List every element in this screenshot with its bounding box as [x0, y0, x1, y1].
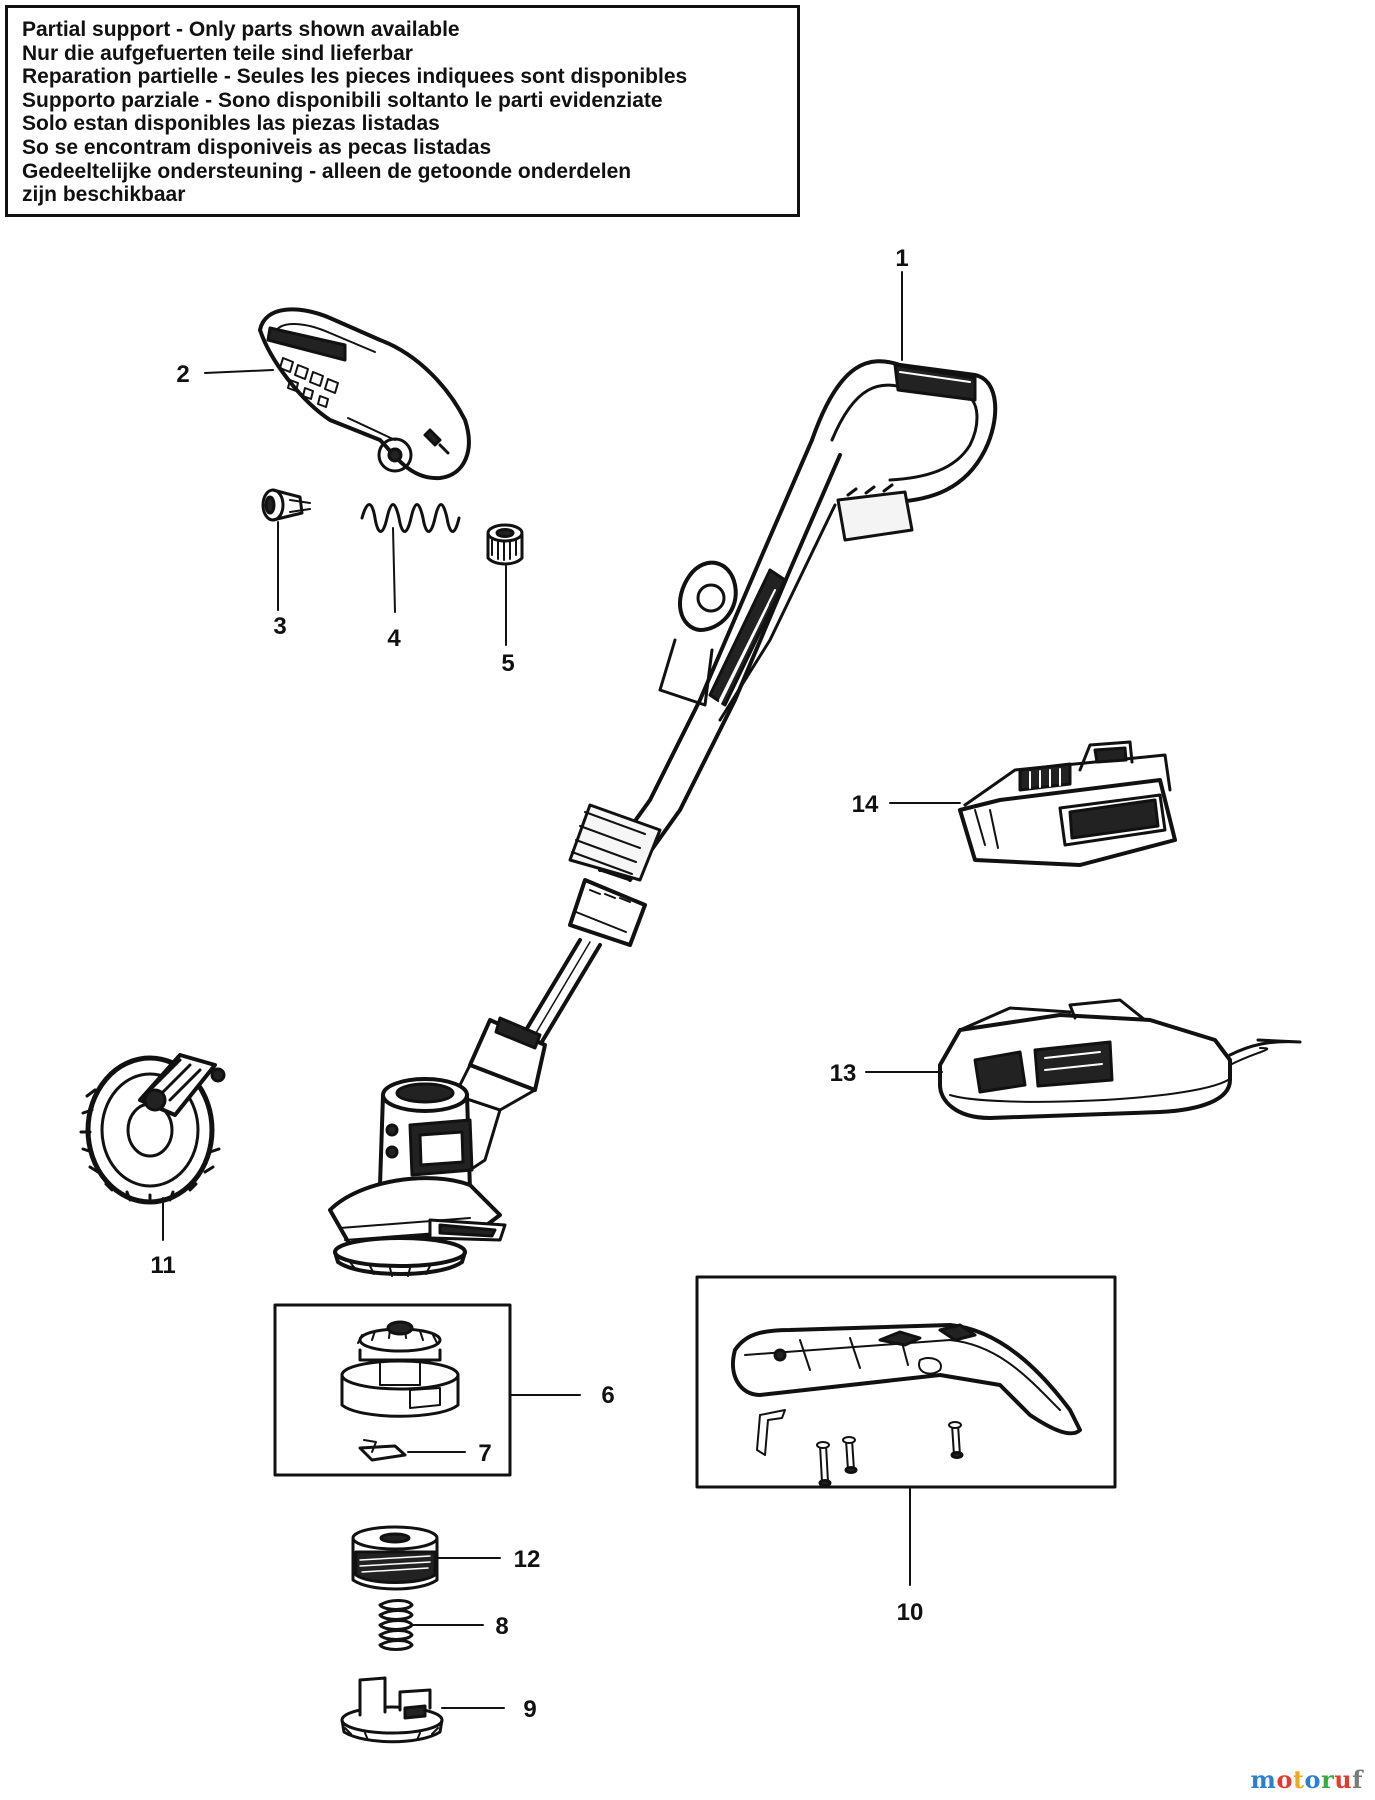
part-2-rear-handle	[258, 307, 471, 481]
part-number-12: 12	[514, 1546, 541, 1573]
watermark-letter: t	[1292, 1765, 1305, 1794]
part-9-spool-cap	[340, 1676, 444, 1744]
part-8-spring	[378, 1599, 414, 1651]
part-number-7: 7	[478, 1440, 491, 1467]
notice-line: Reparation partielle - Seules les pieces…	[22, 65, 688, 89]
part-11-wheel	[79, 1053, 226, 1205]
availability-notice-box: Partial support - Only parts shown avail…	[5, 5, 800, 217]
part-number-labels: 1 2 3 4 5 6 7 8 9 10 11 12 13 14	[150, 245, 923, 1723]
watermark-letter: o	[1276, 1765, 1293, 1794]
watermark-letter: m	[1250, 1765, 1277, 1794]
part-10-fasteners	[756, 1409, 964, 1487]
leader-4	[392, 527, 396, 613]
part-number-5: 5	[501, 650, 514, 677]
part-number-8: 8	[495, 1613, 508, 1640]
watermark-letter: u	[1334, 1765, 1353, 1794]
part-5-knob	[486, 523, 524, 566]
part-10-guard	[731, 1323, 1082, 1436]
notice-line: Gedeeltelijke ondersteuning - alleen de …	[22, 159, 632, 183]
notice-line: Supporto parziale - Sono disponibili sol…	[22, 88, 663, 112]
notice-line: Solo estan disponibles las piezas listad…	[22, 112, 440, 136]
leader-2	[204, 369, 274, 374]
part-4-spring	[360, 503, 461, 533]
part-number-11: 11	[150, 1252, 175, 1279]
part-6-spool-housing	[340, 1320, 460, 1418]
notice-line: zijn beschikbaar	[22, 183, 186, 207]
callout-leaders	[162, 271, 961, 1709]
part-number-14: 14	[852, 791, 879, 818]
part-14-battery	[958, 740, 1177, 867]
part-10-group-box	[695, 1275, 1117, 1489]
trimmer-main-body	[328, 359, 998, 1277]
notice-line: So se encontram disponiveis as pecas lis…	[22, 135, 492, 159]
motoruf-watermark: motoruf	[1251, 1765, 1363, 1794]
part-7-clip	[358, 1439, 407, 1462]
part-number-1: 1	[895, 245, 908, 272]
part-number-4: 4	[387, 625, 401, 652]
part-number-6: 6	[601, 1382, 614, 1409]
part-number-9: 9	[523, 1696, 536, 1723]
watermark-letter: f	[1352, 1765, 1363, 1794]
part-12-spool	[351, 1525, 439, 1591]
part-number-3: 3	[273, 613, 286, 640]
part-number-10: 10	[897, 1599, 924, 1626]
notice-line: Nur die aufgefuerten teile sind lieferba…	[22, 41, 413, 65]
part-number-13: 13	[830, 1060, 857, 1087]
part-number-2: 2	[176, 361, 189, 388]
part-3-pin	[261, 488, 311, 522]
watermark-letter: r	[1321, 1765, 1335, 1794]
watermark-letter: o	[1304, 1765, 1322, 1794]
notice-line: Partial support - Only parts shown avail…	[22, 18, 460, 41]
part-6-group-box	[273, 1303, 512, 1477]
part-13-charger	[938, 998, 1302, 1120]
